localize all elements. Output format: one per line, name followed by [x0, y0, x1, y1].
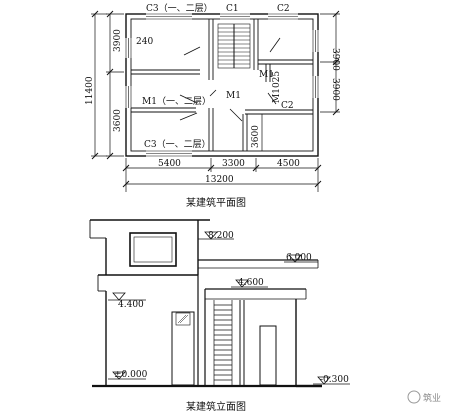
elevation-drawing — [89, 219, 322, 388]
window-c1 — [220, 12, 250, 21]
level-mid-right: 6.000 — [286, 253, 312, 263]
label-c2-top: C2 — [277, 4, 290, 14]
level-ground: ±0.000 — [114, 370, 148, 380]
window-left-lower — [124, 86, 133, 108]
window-c3-top — [146, 12, 192, 21]
window-right-upper — [311, 30, 320, 52]
level-below: -0.300 — [320, 375, 349, 385]
elevation-level-text: 8.200 6.000 4.600 4.400 ±0.000 -0.300 — [114, 231, 349, 385]
dim-left-total: 11400 — [85, 76, 95, 105]
plan-outer-wall — [125, 13, 319, 157]
plan-dimension-text: 3900 3600 11400 3900 3900 3600 5400 3300… — [85, 29, 340, 185]
label-c3-top: C3（一、二层） — [146, 3, 213, 14]
level-first-floor: 4.400 — [118, 300, 144, 310]
plan-dimension-ticks — [91, 10, 340, 188]
label-m1-left: M1（一、二层） — [142, 96, 211, 107]
window-right-lower — [311, 76, 320, 98]
door-swings — [179, 37, 281, 122]
plan-dimension-lines — [91, 13, 340, 192]
label-c3-bottom: C3（一、二层） — [144, 139, 211, 150]
label-m1-right: M1 — [259, 70, 274, 80]
window-c2-top — [268, 12, 298, 21]
watermark-logo-icon — [407, 390, 421, 404]
interior-walls — [131, 19, 313, 151]
dim-right-bottom: 3900 — [330, 78, 340, 101]
dim-bottom-c: 4500 — [277, 159, 300, 169]
dim-bottom-total: 13200 — [205, 175, 234, 185]
level-top: 8.200 — [208, 231, 234, 241]
window-left-upper — [124, 38, 133, 58]
elevation-caption: 某建筑立面图 — [186, 400, 246, 413]
dim-inner-vertical: 3600 — [251, 125, 261, 148]
watermark: 筑业 — [407, 390, 441, 404]
level-mid: 4.600 — [238, 278, 264, 288]
label-c2-right: C2 — [281, 101, 294, 111]
dim-left-top: 3900 — [113, 29, 123, 52]
elevation-staircase — [213, 300, 245, 385]
dim-right-top: 3900 — [330, 48, 340, 71]
dim-left-bottom: 3600 — [113, 109, 123, 132]
label-m1-center: M1 — [226, 91, 241, 101]
dim-bottom-a: 5400 — [158, 159, 181, 169]
label-m1025: M1025 — [272, 71, 282, 103]
elevation-upper-window — [129, 232, 177, 267]
elevation-right-door — [259, 325, 277, 386]
label-c1: C1 — [226, 4, 239, 14]
plan-labels: C3（一、二层） C1 C2 240 M1 M1025 C2 M1 M1（一、二… — [136, 3, 294, 150]
watermark-text: 筑业 — [423, 392, 441, 404]
elevation-left-door — [171, 311, 195, 386]
plan-inner-wall — [130, 18, 314, 152]
plan-staircase — [217, 23, 251, 69]
plan-caption: 某建筑平面图 — [186, 196, 246, 209]
window-c3-bottom — [146, 149, 192, 158]
label-wall-240: 240 — [136, 37, 153, 47]
dim-bottom-b: 3300 — [222, 159, 245, 169]
floor-plan — [91, 10, 340, 192]
elevation-markers — [108, 231, 350, 385]
